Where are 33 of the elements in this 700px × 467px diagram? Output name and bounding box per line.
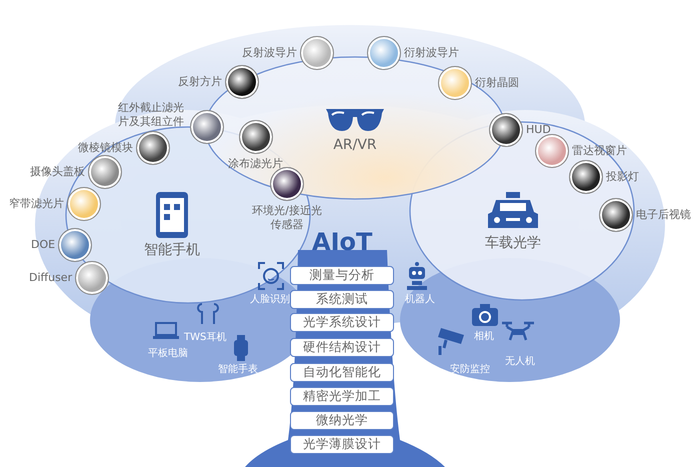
capability-box: 微纳光学 — [290, 411, 394, 430]
category-label: 车载光学 — [485, 234, 541, 252]
product-label: 雷达视窗片 — [572, 144, 627, 158]
icon-caption: 相机 — [474, 330, 494, 343]
product-label: 窄带滤光片 — [9, 197, 64, 211]
icon-caption: 智能手表 — [218, 362, 258, 376]
capability-box: 精密光学加工 — [290, 387, 394, 406]
capability-box: 测量与分析 — [290, 266, 394, 285]
capability-box: 光学薄膜设计 — [290, 435, 394, 454]
product-label: 反射波导片 — [242, 46, 297, 60]
product-label: Diffuser — [29, 271, 72, 285]
icon-caption: 平板电脑 — [148, 346, 188, 360]
category-label: 智能手机 — [144, 241, 200, 259]
product-label: 反射方片 — [178, 75, 222, 89]
icon-caption: 安防监控 — [450, 362, 490, 376]
category-label: AR/VR — [333, 137, 377, 153]
heading: AIoT — [312, 228, 372, 256]
product-label: 涂布滤光片 — [228, 157, 283, 171]
product-label: DOE — [31, 238, 56, 252]
capability-box: 自动化智能化 — [290, 363, 394, 382]
capability-box: 系统测试 — [290, 290, 394, 309]
product-label: 衍射晶圆 — [475, 76, 519, 90]
capability-box: 光学系统设计 — [290, 313, 394, 332]
icon-caption: TWS耳机 — [184, 330, 226, 344]
product-label: 衍射波导片 — [404, 46, 459, 60]
capability-box: 硬件结构设计 — [290, 338, 394, 357]
product-label: 电子后视镜 — [636, 208, 691, 222]
icon-caption: 人脸识别 — [250, 293, 290, 306]
icon-caption: 无人机 — [505, 354, 535, 368]
product-label: HUD — [526, 123, 551, 137]
product-label: 微棱镜模块 — [78, 141, 133, 155]
icon-caption: 机器人 — [405, 292, 435, 306]
product-label: 红外截止滤光片及其组立件 — [117, 101, 185, 129]
